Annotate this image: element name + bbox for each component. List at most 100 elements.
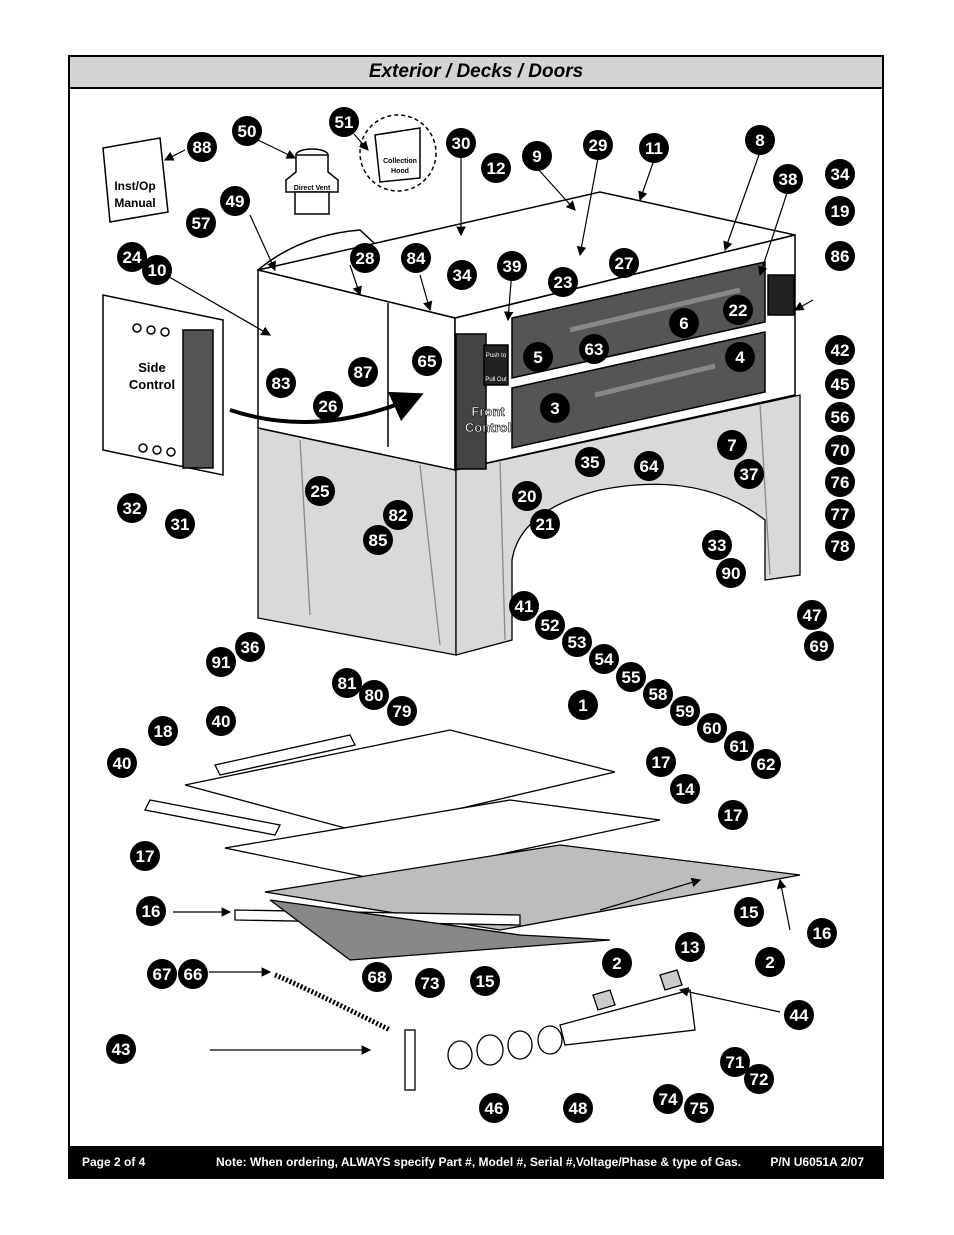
- callout-bubble: [362, 962, 392, 992]
- manual-booklet: [102, 137, 169, 223]
- callout-32: 32: [117, 493, 147, 523]
- burner-assembly: [274, 969, 696, 1091]
- callout-number: 49: [226, 192, 245, 211]
- callout-number: 13: [681, 938, 700, 957]
- callout-bubble: [568, 690, 598, 720]
- callout-61: 61: [724, 731, 754, 761]
- callout-62: 62: [751, 749, 781, 779]
- callout-63: 63: [579, 334, 609, 364]
- callout-number: 91: [212, 653, 231, 672]
- callout-number: 53: [568, 633, 587, 652]
- callout-bubble: [670, 774, 700, 804]
- front-control-label: Front: [471, 404, 505, 419]
- callout-bubble: [825, 335, 855, 365]
- callout-46: 46: [479, 1093, 509, 1123]
- callout-bubble: [825, 402, 855, 432]
- callout-73: 73: [415, 968, 445, 998]
- side-control-panel: [102, 294, 224, 476]
- callout-number: 58: [649, 685, 668, 704]
- callout-number: 79: [393, 702, 412, 721]
- callout-bubble: [602, 948, 632, 978]
- callout-38: 38: [773, 164, 803, 194]
- callout-number: 36: [241, 638, 260, 657]
- callout-47: 47: [797, 600, 827, 630]
- callout-2b: 2: [755, 947, 785, 977]
- callout-77: 77: [825, 499, 855, 529]
- callout-bubble: [797, 600, 827, 630]
- callout-52: 52: [535, 610, 565, 640]
- manual-label: Inst/Op: [114, 179, 155, 193]
- callout-bubble: [235, 632, 265, 662]
- callout-bubble: [825, 531, 855, 561]
- callout-bubble: [481, 153, 511, 183]
- callout-87: 87: [348, 357, 378, 387]
- callout-bubble: [755, 947, 785, 977]
- callout-bubble: [359, 680, 389, 710]
- callout-number: 71: [726, 1053, 745, 1072]
- callout-number: 34: [453, 266, 472, 285]
- callout-bubble: [523, 342, 553, 372]
- callout-60: 60: [697, 713, 727, 743]
- callout-18: 18: [148, 716, 178, 746]
- callout-bubble: [825, 159, 855, 189]
- callout-bubble: [142, 255, 172, 285]
- callout-bubble: [616, 662, 646, 692]
- callout-bubble: [563, 1093, 593, 1123]
- callout-12: 12: [481, 153, 511, 183]
- callout-91: 91: [206, 647, 236, 677]
- callout-number: 8: [755, 131, 764, 150]
- callout-number: 17: [652, 753, 671, 772]
- collection-hood-label-2: Hood: [391, 168, 409, 175]
- callout-number: 14: [676, 780, 695, 799]
- callout-85: 85: [363, 525, 393, 555]
- callout-number: 19: [831, 202, 850, 221]
- callout-39: 39: [497, 251, 527, 281]
- callout-43: 43: [106, 1034, 136, 1064]
- callout-34a: 34: [825, 159, 855, 189]
- callout-21: 21: [530, 509, 560, 539]
- callout-13: 13: [675, 932, 705, 962]
- callout-bubble: [148, 716, 178, 746]
- callout-59: 59: [670, 696, 700, 726]
- callout-number: 2: [765, 953, 774, 972]
- callout-51: 51: [329, 107, 359, 137]
- callout-number: 70: [831, 441, 850, 460]
- callout-bubble: [535, 610, 565, 640]
- callout-number: 67: [153, 965, 172, 984]
- callout-number: 56: [831, 408, 850, 427]
- callout-bubble: [723, 295, 753, 325]
- callout-75: 75: [684, 1093, 714, 1123]
- callout-54: 54: [589, 644, 619, 674]
- callout-bubble: [350, 243, 380, 273]
- callout-number: 31: [171, 515, 190, 534]
- callout-17a: 17: [646, 747, 676, 777]
- callout-bubble: [804, 631, 834, 661]
- callout-number: 82: [389, 506, 408, 525]
- callout-23: 23: [548, 267, 578, 297]
- callout-64: 64: [634, 451, 664, 481]
- push-to-label: Push to: [486, 353, 507, 359]
- page-title: Exterior / Decks / Doors: [70, 57, 882, 89]
- callout-84: 84: [401, 243, 431, 273]
- direct-vent-label: Direct Vent: [294, 185, 331, 192]
- callout-number: 27: [615, 254, 634, 273]
- callout-bubble: [332, 668, 362, 698]
- callout-35: 35: [575, 447, 605, 477]
- callout-6: 6: [669, 308, 699, 338]
- callout-74: 74: [653, 1084, 683, 1114]
- callout-number: 73: [421, 974, 440, 993]
- callout-number: 51: [335, 113, 354, 132]
- callout-bubble: [718, 800, 748, 830]
- callout-number: 88: [193, 138, 212, 157]
- callout-number: 34: [831, 165, 850, 184]
- callout-number: 40: [212, 712, 231, 731]
- callout-8: 8: [745, 125, 775, 155]
- callout-bubble: [643, 679, 673, 709]
- callout-40b: 40: [107, 748, 137, 778]
- callout-bubble: [807, 918, 837, 948]
- callout-number: 3: [550, 399, 559, 418]
- callout-number: 60: [703, 719, 722, 738]
- callout-bubble: [106, 1034, 136, 1064]
- callout-bubble: [646, 747, 676, 777]
- callout-number: 29: [589, 136, 608, 155]
